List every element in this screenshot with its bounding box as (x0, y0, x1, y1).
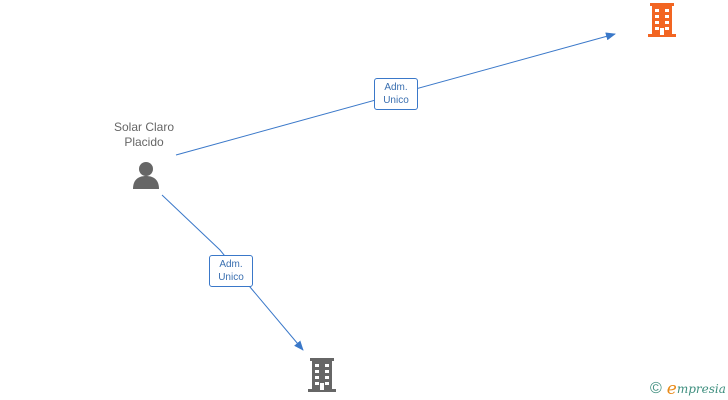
relation-label-bottom[interactable]: Adm. Unico (209, 255, 253, 287)
relation-label-top[interactable]: Adm. Unico (374, 78, 418, 110)
relation-label-line2: Unico (218, 272, 244, 283)
empresia-logo[interactable]: © e mpresia (650, 379, 726, 399)
person-name[interactable]: Solar Claro Placido (96, 120, 192, 150)
relation-label-line1: Adm. (219, 259, 243, 270)
building-icon-company-top[interactable] (646, 3, 678, 37)
relation-label-line2: Unico (383, 95, 409, 106)
brand-initial: e (666, 379, 677, 399)
person-name-line2: Placido (124, 135, 164, 149)
person-icon[interactable] (130, 160, 162, 190)
relation-label-line1: Adm. (384, 82, 408, 93)
copyright-symbol: © (650, 380, 662, 397)
person-name-line1: Solar Claro (113, 120, 175, 134)
brand-name: mpresia (676, 382, 726, 396)
building-icon-company-bottom[interactable] (306, 358, 338, 392)
